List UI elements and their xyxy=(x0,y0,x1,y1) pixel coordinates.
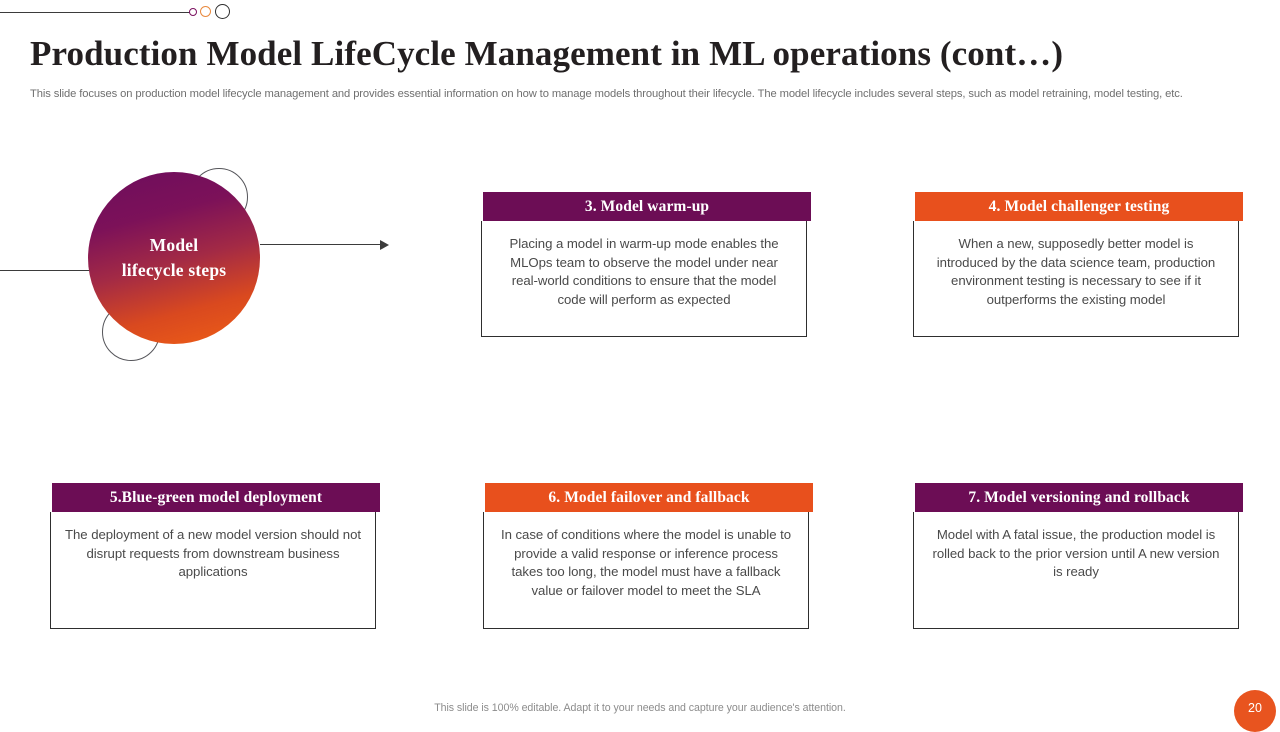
page-title: Production Model LifeCycle Management in… xyxy=(30,34,1064,73)
hub-label-line-2: lifecycle steps xyxy=(121,260,227,280)
card-4[interactable]: 4. Model challenger testing When a new, … xyxy=(913,192,1243,337)
lifecycle-hub: Model lifecycle steps xyxy=(0,160,400,361)
decorative-dot-large-icon xyxy=(215,4,230,19)
card-4-header: 4. Model challenger testing xyxy=(915,192,1243,221)
decorative-dot-small-icon xyxy=(189,8,197,16)
card-7-body: Model with A fatal issue, the production… xyxy=(913,512,1239,629)
hub-left-connector-line xyxy=(0,270,100,271)
decorative-line xyxy=(0,12,190,13)
card-3-body: Placing a model in warm-up mode enables … xyxy=(481,221,807,337)
hub-arrow-head-icon xyxy=(380,239,389,250)
card-3[interactable]: 3. Model warm-up Placing a model in warm… xyxy=(481,192,811,337)
page-number-badge: 20 xyxy=(1234,690,1276,732)
hub-label-line-1: Model xyxy=(149,235,199,255)
decorative-dot-medium-icon xyxy=(200,6,211,17)
card-6[interactable]: 6. Model failover and fallback In case o… xyxy=(483,483,813,629)
card-6-header: 6. Model failover and fallback xyxy=(485,483,813,512)
page-subtitle: This slide focuses on production model l… xyxy=(30,88,1183,100)
footer-note: This slide is 100% editable. Adapt it to… xyxy=(434,702,846,714)
card-7[interactable]: 7. Model versioning and rollback Model w… xyxy=(913,483,1243,629)
card-5-header: 5.Blue-green model deployment xyxy=(52,483,380,512)
top-decoration xyxy=(0,0,240,26)
card-7-header: 7. Model versioning and rollback xyxy=(915,483,1243,512)
card-3-header: 3. Model warm-up xyxy=(483,192,811,221)
card-5[interactable]: 5.Blue-green model deployment The deploy… xyxy=(50,483,380,629)
card-5-body: The deployment of a new model version sh… xyxy=(50,512,376,629)
hub-label: Model lifecycle steps xyxy=(122,233,227,283)
card-6-body: In case of conditions where the model is… xyxy=(483,512,809,629)
card-4-body: When a new, supposedly better model is i… xyxy=(913,221,1239,337)
hub-circle: Model lifecycle steps xyxy=(88,172,260,344)
hub-arrow-line xyxy=(260,244,385,245)
